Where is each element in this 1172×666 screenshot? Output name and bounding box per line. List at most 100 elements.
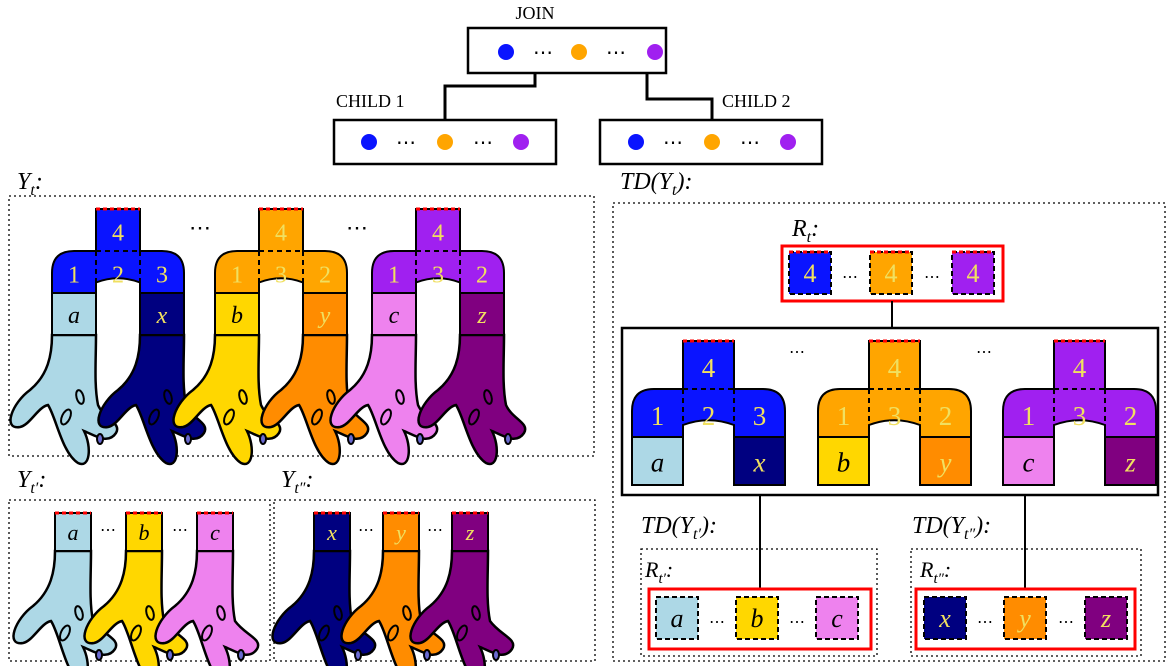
td-yt-frame bbox=[612, 202, 1166, 662]
small-dots-3: ⋯ bbox=[427, 522, 443, 539]
ytpp-panel: Yt″: bbox=[273, 467, 596, 662]
yt-gadget-blue-root-right-hole-1 bbox=[148, 408, 160, 426]
rt-square-purple-label: 4 bbox=[967, 259, 980, 288]
child1-dot-orange bbox=[437, 134, 453, 150]
yt-dots-2: ⋯ bbox=[346, 215, 368, 240]
child1-dots-2: ⋯ bbox=[473, 132, 493, 154]
gadget-bag-frame bbox=[620, 326, 1160, 497]
small-stem-label-1: b bbox=[139, 520, 150, 545]
yt-gadget-purple-leaf-left-label: c bbox=[389, 303, 400, 329]
yt-gadget-blue-digit-2: 3 bbox=[156, 263, 168, 289]
rtpp-square-0-label: x bbox=[938, 604, 951, 633]
td-gadget-blue-digit-1: 2 bbox=[702, 401, 716, 431]
child2-label: CHILD 2 bbox=[722, 91, 791, 111]
td-gadget-orange-digit-1: 3 bbox=[888, 401, 902, 431]
small-root-2-hole-3 bbox=[237, 649, 245, 661]
yt-gadget-orange-digit-0: 1 bbox=[231, 263, 243, 289]
rt-label: Rt: bbox=[791, 216, 819, 246]
rt-square-orange-label: 4 bbox=[885, 259, 898, 288]
rt-dots-1: ⋯ bbox=[842, 269, 858, 286]
small-root-5 bbox=[409, 549, 515, 666]
yt-gadget-purple-root-right-hole-3 bbox=[504, 433, 512, 445]
td-gadget-blue-leaf-right bbox=[733, 436, 786, 486]
join-label: JOIN bbox=[516, 3, 555, 23]
yt-gadget-orange-digit-top: 4 bbox=[275, 221, 287, 247]
small-root-1-hole-2 bbox=[145, 605, 155, 621]
td-ytpp-frame bbox=[910, 548, 1142, 657]
rtpp-dots-2: ⋯ bbox=[1058, 614, 1074, 631]
child2-dots-1: ⋯ bbox=[663, 132, 683, 154]
yt-gadget-orange-root-right-hole-3 bbox=[347, 433, 355, 445]
yt-gadget-orange-root-right-hole-1 bbox=[311, 408, 323, 426]
yt-gadget-purple-root-right bbox=[417, 333, 527, 466]
td-ytp-frame bbox=[640, 548, 878, 657]
small-stem-label-2: c bbox=[210, 520, 220, 545]
td-gadget-blue-digit-0: 1 bbox=[651, 401, 665, 431]
rtpp-square-2 bbox=[1084, 596, 1128, 640]
rtp-square-1 bbox=[735, 596, 779, 640]
small-root-4-hole-1 bbox=[387, 624, 399, 642]
join-dots-2: ⋯ bbox=[606, 42, 626, 64]
rt-dots-2: ⋯ bbox=[924, 269, 940, 286]
yt-gadget-blue-root-right-hole-2 bbox=[163, 389, 173, 405]
rtp-square-2-label: c bbox=[831, 604, 843, 633]
td-gadget-blue-body bbox=[631, 340, 786, 438]
td-gadget-purple-leaf-left-label: c bbox=[1023, 448, 1035, 478]
yt-gadget-purple-digit-1: 3 bbox=[432, 263, 444, 289]
yt-gadget-orange-digit-2: 2 bbox=[319, 263, 331, 289]
yt-title: Yt: bbox=[17, 169, 43, 199]
small-root-4-hole-2 bbox=[402, 605, 412, 621]
td-gadget-orange-leaf-left-label: b bbox=[837, 448, 851, 478]
rtpp-dots-1: ⋯ bbox=[977, 614, 993, 631]
rtp-square-1-label: b bbox=[751, 604, 764, 633]
ytp-frame bbox=[8, 499, 271, 662]
small-root-0-hole-2 bbox=[74, 605, 84, 621]
td-gadget-purple-digit-1: 3 bbox=[1073, 401, 1087, 431]
yt-gadget-purple-root-right-hole-2 bbox=[483, 389, 493, 405]
yt-gadget-purple-root-right-hole-1 bbox=[468, 408, 480, 426]
yt-gadget-blue-leaf-right bbox=[139, 292, 185, 336]
td-gadget-orange-digit-0: 1 bbox=[837, 401, 851, 431]
td-gadget-orange-body bbox=[817, 340, 972, 438]
ytpp-title: Yt″: bbox=[281, 467, 313, 497]
rtpp-square-1 bbox=[1003, 596, 1047, 640]
child1-dots-1: ⋯ bbox=[396, 132, 416, 154]
yt-gadget-orange-root-left-hole-2 bbox=[238, 389, 248, 405]
small-root-1-hole-1 bbox=[130, 624, 142, 642]
td-gadget-orange-digit-top: 4 bbox=[888, 353, 902, 383]
small-root-3-hole-3 bbox=[354, 649, 362, 661]
join-dots-1: ⋯ bbox=[533, 42, 553, 64]
td-ytpp-title: TD(Yt″): bbox=[912, 513, 991, 543]
td-gadget-orange-leaf-right bbox=[919, 436, 972, 486]
rtp-square-0-label: a bbox=[671, 604, 684, 633]
join-dot-blue bbox=[498, 44, 514, 60]
small-stem-label-5: z bbox=[465, 520, 475, 545]
yt-gadget-orange-leaf-left bbox=[214, 292, 260, 336]
ytpp-frame bbox=[273, 499, 596, 662]
join-dot-purple bbox=[647, 44, 663, 60]
yt-gadget-blue-leaf-right-label: x bbox=[156, 303, 168, 329]
small-stem-label-3: x bbox=[326, 520, 337, 545]
small-stem-3 bbox=[313, 512, 351, 552]
small-root-1-hole-3 bbox=[166, 649, 174, 661]
td-yt-title: TD(Yt): bbox=[620, 169, 692, 199]
yt-frame bbox=[8, 195, 595, 457]
rtpp-label: Rt″: bbox=[919, 557, 951, 587]
yt-panel: Yt: ⋯ ⋯ bbox=[8, 169, 595, 457]
bag-dots-2: ⋯ bbox=[976, 344, 992, 361]
yt-gadget-purple-leaf-right-label: z bbox=[476, 303, 487, 329]
yt-gadget-blue-root-left-hole-3 bbox=[96, 433, 104, 445]
rtp-square-2 bbox=[815, 596, 859, 640]
td-gadget-blue-leaf-right-label: x bbox=[753, 448, 766, 478]
ytp-title: Yt′: bbox=[17, 467, 46, 497]
td-ytp-title: TD(Yt′): bbox=[641, 513, 717, 543]
yt-gadget-orange-leaf-right-label: y bbox=[318, 303, 331, 329]
small-stem-0 bbox=[54, 512, 92, 552]
ytp-panel: Yt′: bbox=[8, 467, 271, 662]
small-dots-1: ⋯ bbox=[172, 522, 188, 539]
td-gadget-blue-digit-2: 3 bbox=[753, 401, 767, 431]
join-edge-right bbox=[645, 73, 714, 120]
td-gadget-orange-digit-2: 2 bbox=[939, 401, 953, 431]
rt-square-blue-label: 4 bbox=[804, 259, 817, 288]
